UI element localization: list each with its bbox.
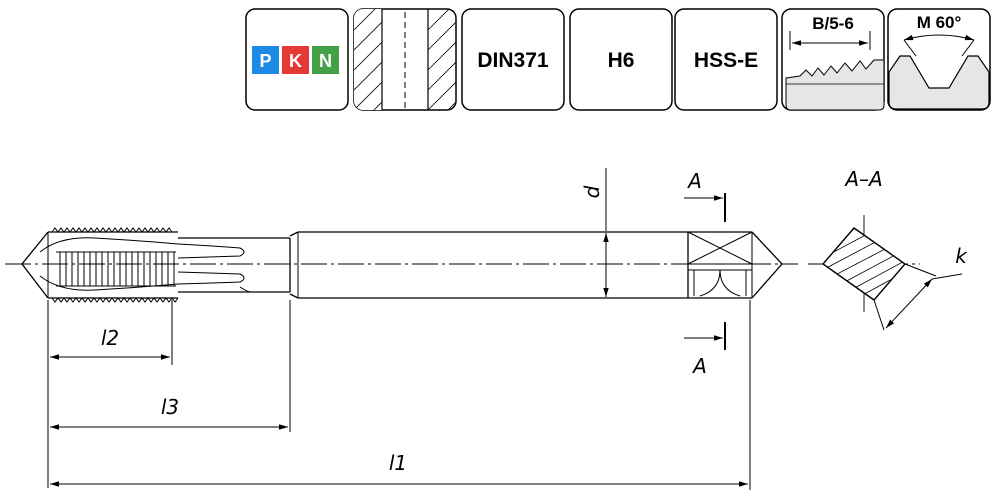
section-mark-bottom-label: A	[691, 354, 707, 378]
material-badge: HSS-E	[674, 8, 778, 111]
brand-badge: P K N	[245, 8, 349, 111]
dimension-l1: l1	[50, 300, 751, 490]
dimension-l3: l3	[50, 300, 291, 432]
thread-angle-profile-icon	[888, 55, 990, 110]
tap-neck	[177, 237, 291, 293]
thread-tolerance-label: B/5-6	[812, 14, 854, 33]
dimension-l3-label: l3	[161, 395, 179, 419]
dimension-d-label: d	[580, 185, 604, 198]
brand-letter-n: N	[319, 51, 332, 71]
section-mark-top: A	[684, 169, 726, 222]
badge-row: P K N	[245, 8, 991, 111]
section-title: A–A	[843, 167, 882, 191]
tap-point	[21, 231, 49, 299]
tolerance-label: H6	[608, 49, 635, 72]
material-label: HSS-E	[694, 49, 758, 72]
tap-shank	[289, 231, 688, 299]
tap-square-end	[687, 231, 783, 299]
brand-letter-k: K	[289, 51, 302, 71]
hole-type-badge	[353, 8, 457, 111]
dimension-d: d	[580, 168, 609, 297]
standard-badge: DIN371	[461, 8, 565, 111]
standard-label: DIN371	[477, 49, 549, 72]
thread-section	[39, 227, 179, 303]
tap-side-view	[5, 227, 798, 303]
dimension-l1-label: l1	[389, 451, 407, 475]
thread-profile-icon	[785, 59, 885, 111]
brand-letter-p: P	[259, 51, 271, 71]
section-mark-bottom: A	[684, 322, 726, 378]
section-mark-top-label: A	[686, 169, 702, 193]
brand-tile-k	[282, 46, 309, 74]
thread-type-badge: M 60°	[887, 8, 991, 111]
hole-wall-right-icon	[427, 9, 456, 110]
dimension-l2-label: l2	[101, 326, 119, 350]
thread-type-label: M 60°	[917, 13, 962, 32]
tolerance-badge: H6	[569, 8, 673, 111]
section-view: A–A k	[808, 167, 968, 331]
brand-tile-p	[252, 46, 279, 74]
hole-wall-left-icon	[354, 9, 383, 110]
brand-tile-n	[312, 46, 339, 74]
dimension-k-label: k	[955, 244, 968, 268]
dimension-l2: l2	[47, 300, 173, 488]
thread-tolerance-badge: B/5-6	[781, 8, 885, 111]
